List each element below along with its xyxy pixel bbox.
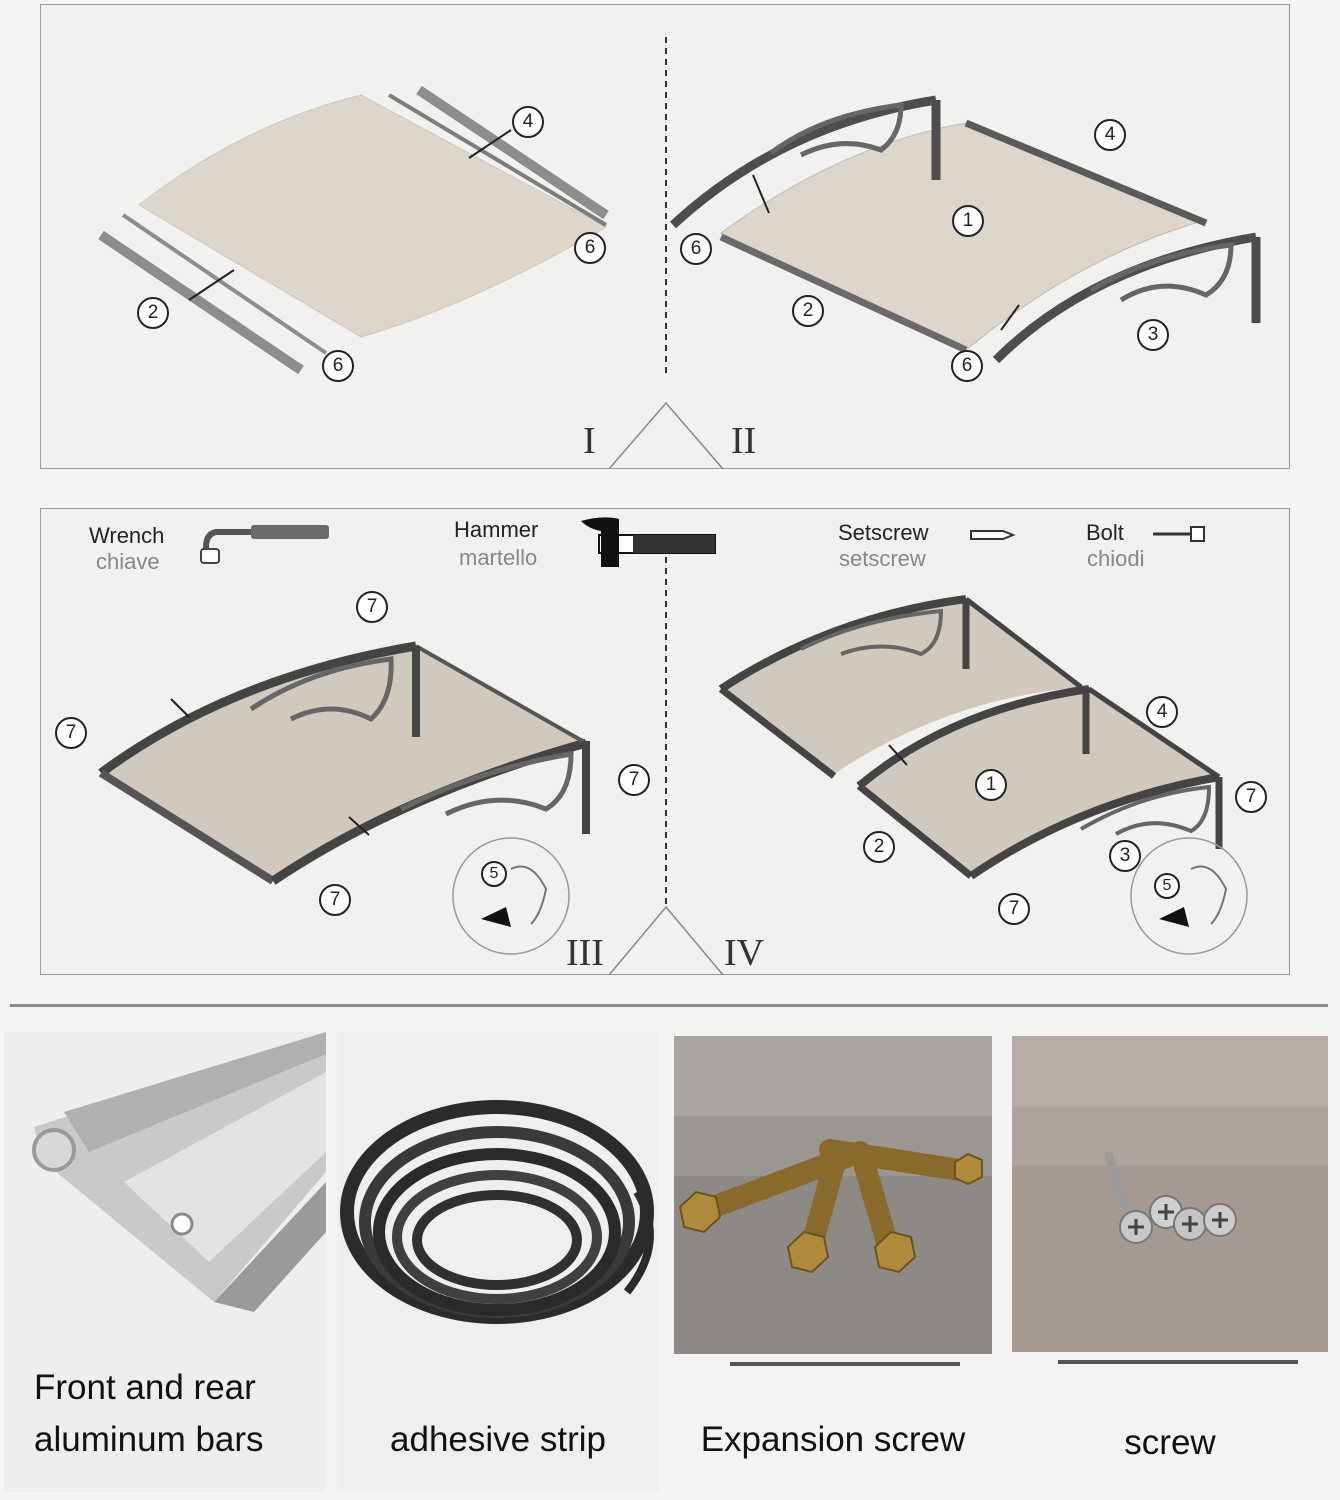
callout-7: 7 [998, 893, 1030, 925]
tool-setscrew-label: Setscrew [838, 520, 929, 545]
hammer-icon [581, 517, 716, 567]
setscrew-icon [970, 530, 1016, 540]
callout-2: 2 [137, 297, 169, 329]
callout-4: 4 [1094, 119, 1126, 151]
part-label-adhesive-strip: adhesive strip [390, 1420, 606, 1459]
step-label-iii: III [566, 932, 604, 974]
part-label-aluminum-bars-line2: aluminum bars [34, 1420, 264, 1459]
step-label-ii: II [731, 420, 757, 462]
aluminum-bars-image [4, 1032, 326, 1492]
part-tile-adhesive-strip: adhesive strip [337, 1032, 659, 1492]
bolt-icon [1153, 526, 1205, 542]
callout-6: 6 [680, 233, 712, 265]
adhesive-strip-image [337, 1032, 659, 1492]
callout-5: 5 [481, 861, 507, 887]
callout-6: 6 [951, 350, 983, 382]
callout-3: 3 [1109, 840, 1141, 872]
callout-4: 4 [512, 106, 544, 138]
step-panel-top: 4 6 2 6 4 1 6 2 3 6 I II [40, 4, 1290, 470]
callout-6: 6 [322, 350, 354, 382]
part-tile-expansion-screw: Expansion screw [670, 1032, 996, 1492]
tool-hammer-sublabel: martello [459, 545, 538, 570]
callout-1: 1 [975, 769, 1007, 801]
expansion-screw-image [670, 1032, 996, 1492]
wrench-icon [200, 525, 329, 564]
part-label-screw: screw [1124, 1423, 1216, 1462]
part-tile-aluminum-bars: Front and rear aluminum bars [4, 1032, 326, 1492]
callout-7: 7 [55, 717, 87, 749]
callout-3: 3 [1137, 319, 1169, 351]
callout-5: 5 [1154, 873, 1180, 899]
callout-1: 1 [952, 205, 984, 237]
tool-bolt-sublabel: chiodi [1087, 546, 1145, 571]
screw-image [1008, 1032, 1332, 1492]
callout-7: 7 [319, 884, 351, 916]
step-label-iv: IV [724, 932, 765, 974]
callout-4: 4 [1146, 696, 1178, 728]
section-divider [10, 1004, 1328, 1007]
part-label-expansion-screw: Expansion screw [700, 1420, 966, 1459]
callout-7: 7 [356, 591, 388, 623]
step-illustration-bottom [98, 517, 1248, 976]
tool-wrench-label: Wrench [89, 523, 165, 548]
tool-bolt-label: Bolt [1086, 520, 1124, 545]
step-illustration-top [98, 37, 1261, 470]
part-label-aluminum-bars-line1: Front and rear [34, 1368, 256, 1407]
callout-2: 2 [863, 831, 895, 863]
part-tile-screw: screw [1008, 1032, 1332, 1492]
step-label-i: I [583, 420, 596, 462]
callout-2: 2 [792, 295, 824, 327]
callout-7: 7 [618, 764, 650, 796]
callout-6: 6 [574, 232, 606, 264]
step-panel-bottom: Wrench chiave Hammer martello Setscrew s… [40, 508, 1290, 976]
tool-setscrew-sublabel: setscrew [839, 546, 926, 571]
callout-7: 7 [1235, 781, 1267, 813]
tool-wrench-sublabel: chiave [96, 549, 160, 574]
tool-hammer-label: Hammer [454, 517, 539, 542]
